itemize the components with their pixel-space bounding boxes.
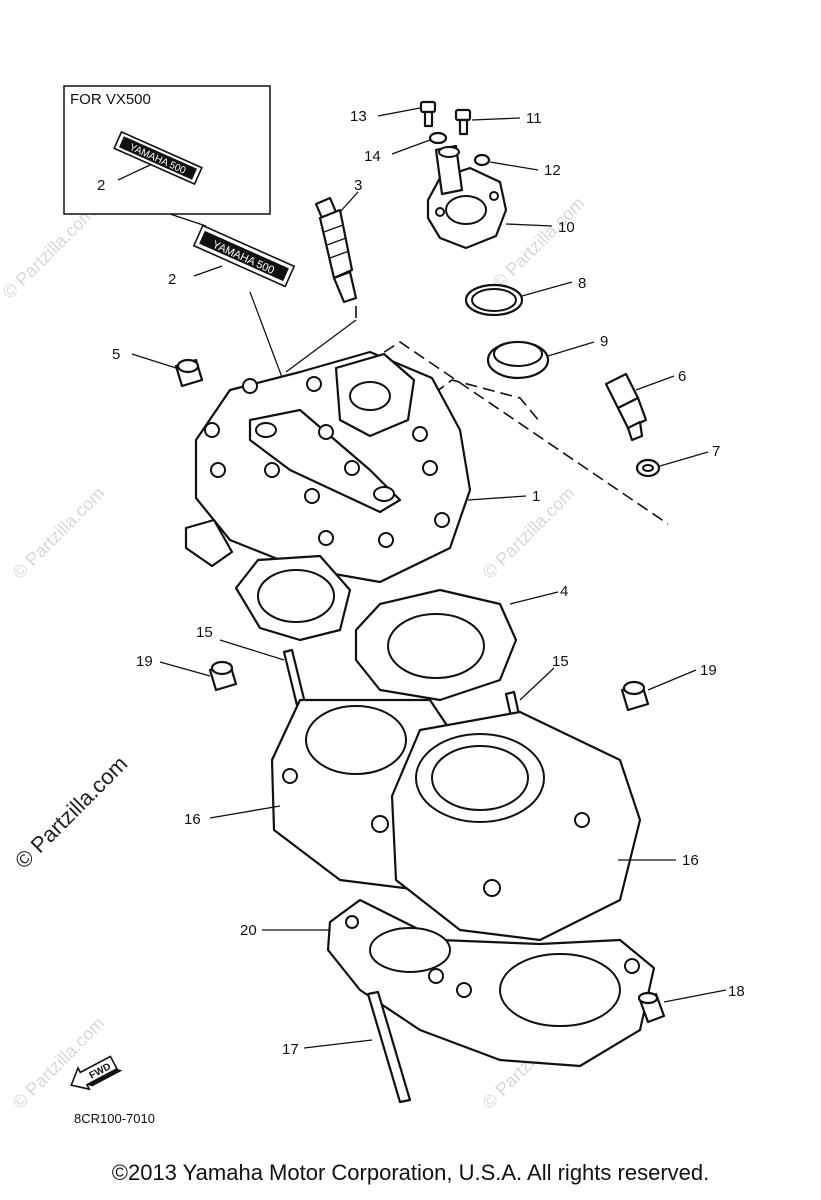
thermostat-9 [486, 340, 550, 380]
callout-6: 6 [678, 368, 686, 385]
watermark: © Partzilla.com [9, 483, 109, 583]
head-gasket-left [234, 554, 352, 642]
callout-10: 10 [558, 219, 575, 236]
cap-nut-5 [174, 358, 204, 388]
inset-leader [169, 213, 207, 227]
fwd-arrow-icon: FWD [70, 1055, 123, 1091]
nut-19-right [620, 680, 650, 712]
dowel-18 [637, 991, 666, 1024]
callout-19: 19 [700, 662, 717, 679]
callout-9: 9 [600, 333, 608, 350]
nut-19-left [208, 660, 238, 692]
vx500-inset: FOR VX500 YAMAHA 500 [63, 85, 271, 215]
callout-2: 2 [97, 177, 105, 194]
callout-17: 17 [282, 1041, 299, 1058]
spark-plug [314, 196, 358, 304]
callout-19: 19 [136, 653, 153, 670]
watermark-large: © Partzilla.com [10, 751, 133, 874]
callout-8: 8 [578, 275, 586, 292]
head-gasket-4 [354, 588, 518, 702]
callout-15: 15 [552, 653, 569, 670]
leader-lines [131, 107, 727, 1049]
temp-sensor-6 [604, 372, 648, 442]
thermostat-cover [426, 144, 508, 250]
watermark: © Partzilla.com [0, 203, 99, 303]
callout-11: 11 [526, 110, 542, 127]
callout-5: 5 [112, 346, 120, 363]
cylinder-right [390, 710, 642, 942]
nut-12 [473, 153, 491, 167]
callout-12: 12 [544, 162, 561, 179]
watermark: © Partzilla.com [9, 1013, 109, 1113]
callout-3: 3 [354, 177, 362, 194]
base-gasket-20 [326, 898, 656, 1068]
washer-14 [428, 131, 448, 145]
callout-16: 16 [184, 811, 201, 828]
callout-20: 20 [240, 922, 257, 939]
callout-13: 13 [350, 108, 367, 125]
callout-1: 1 [532, 488, 540, 505]
bolt-13 [419, 100, 437, 128]
callout-14: 14 [364, 148, 381, 165]
cylinder-head [184, 350, 472, 584]
callout-18: 18 [728, 983, 745, 1000]
callouts: 13 11 14 12 3 10 2 2 8 9 5 6 7 1 4 15 19… [97, 108, 745, 1058]
callout-7: 7 [712, 443, 720, 460]
decal-2: YAMAHA 500 [192, 224, 296, 288]
inset-title: FOR VX500 [70, 91, 151, 108]
copyright-notice: ©2013 Yamaha Motor Corporation, U.S.A. A… [111, 1160, 710, 1185]
callout-15: 15 [196, 624, 213, 641]
diagram-code: 8CR100-7010 [74, 1111, 155, 1126]
plug-guide-line [285, 319, 357, 373]
callout-2: 2 [168, 271, 176, 288]
stud-17 [366, 990, 412, 1104]
bolt-11 [454, 108, 472, 136]
callout-4: 4 [560, 583, 568, 600]
callout-16: 16 [682, 852, 699, 869]
